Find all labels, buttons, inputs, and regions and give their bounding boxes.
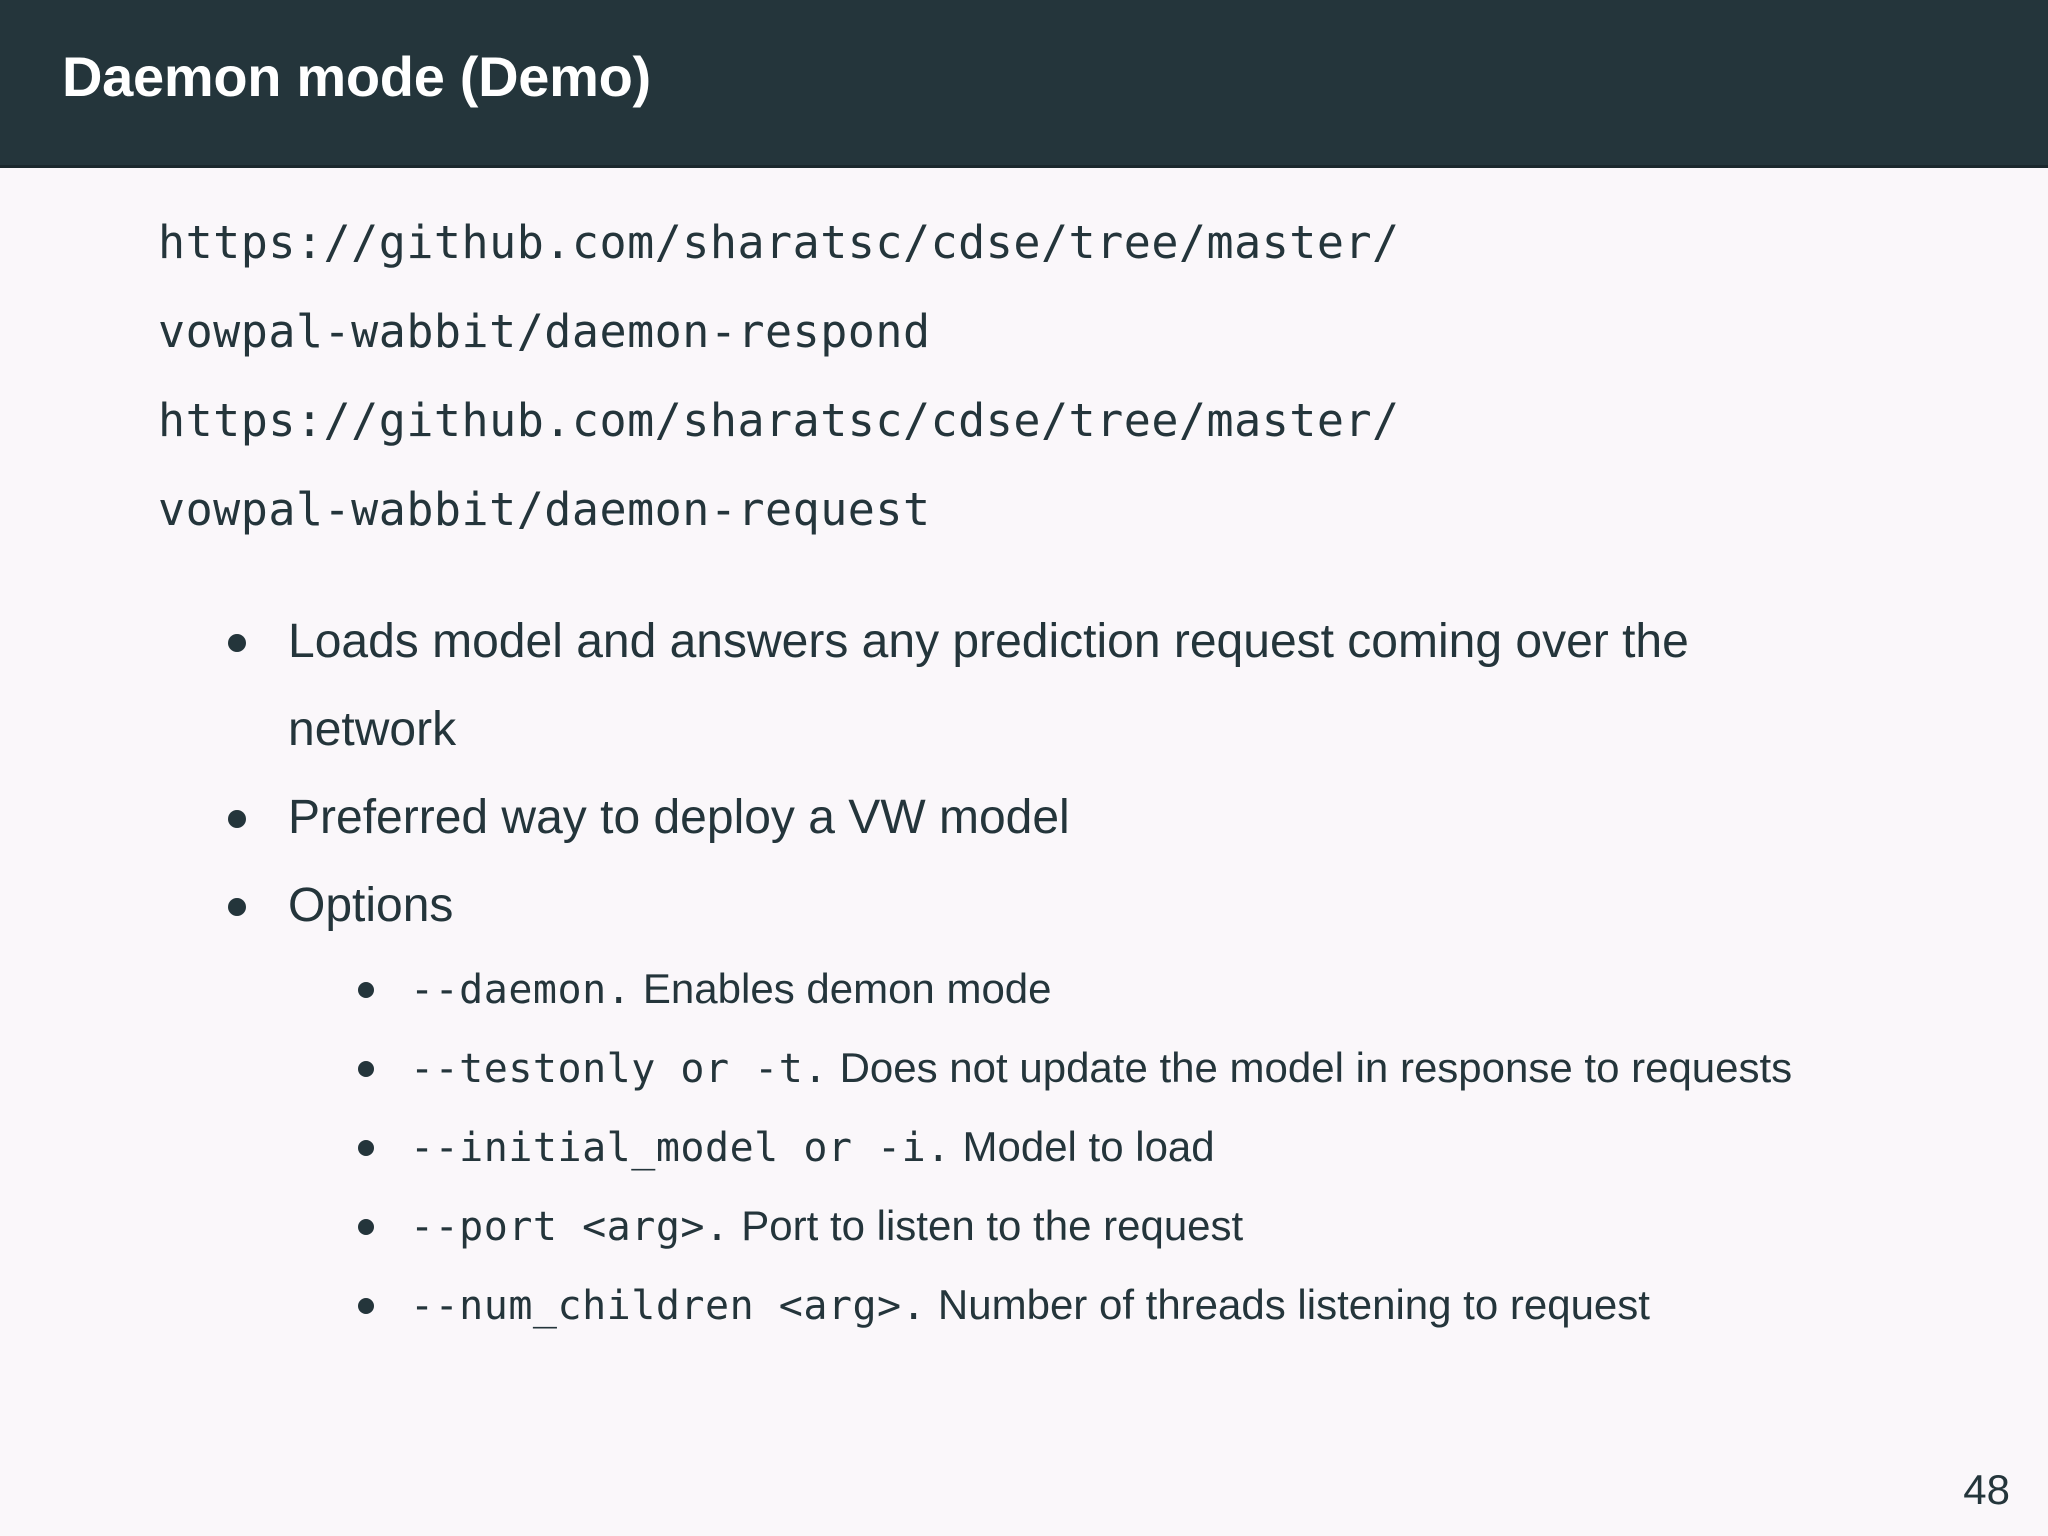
option-description: Does not update the model in response to…: [839, 1044, 1793, 1091]
option-flag: --initial_model or -i.: [410, 1125, 951, 1171]
option-entry: --testonly or -t. Does not update the mo…: [410, 1029, 1910, 1108]
url-block: https://github.com/sharatsc/cdse/tree/ma…: [158, 198, 1918, 554]
bullet-point-icon: [358, 1061, 374, 1077]
list-item: Options: [0, 862, 2048, 950]
bullet-point-icon: [358, 1219, 374, 1235]
option-entry: --initial_model or -i. Model to load: [410, 1108, 1910, 1187]
slide-header: Daemon mode (Demo): [0, 0, 2048, 168]
url-line-4[interactable]: vowpal-wabbit/daemon-request: [158, 483, 931, 536]
option-description: Number of threads listening to request: [937, 1281, 1650, 1328]
bullet-point-icon: [358, 1140, 374, 1156]
bullet-list: Loads model and answers any prediction r…: [0, 598, 2048, 1345]
list-item-label: Options: [288, 879, 454, 932]
option-flag: --num_children <arg>.: [410, 1283, 927, 1329]
option-flag: --testonly or -t.: [410, 1046, 828, 1092]
list-item: --daemon. Enables demon mode: [0, 950, 2048, 1029]
option-description: Enables demon mode: [642, 965, 1052, 1012]
list-item: --testonly or -t. Does not update the mo…: [0, 1029, 2048, 1108]
url-line-3[interactable]: https://github.com/sharatsc/cdse/tree/ma…: [158, 394, 1400, 447]
list-item-label: Preferred way to deploy a VW model: [288, 791, 1070, 844]
options-sublist: --daemon. Enables demon mode --testonly …: [0, 950, 2048, 1345]
bullet-point-icon: [228, 634, 246, 652]
list-item: --port <arg>. Port to listen to the requ…: [0, 1187, 2048, 1266]
option-description: Port to listen to the request: [741, 1202, 1244, 1249]
page-number: 48: [1963, 1466, 2010, 1513]
option-description: Model to load: [962, 1123, 1215, 1170]
url-line-2[interactable]: vowpal-wabbit/daemon-respond: [158, 305, 931, 358]
option-entry: --daemon. Enables demon mode: [410, 950, 1910, 1029]
option-entry: --port <arg>. Port to listen to the requ…: [410, 1187, 1910, 1266]
list-item: Loads model and answers any prediction r…: [0, 598, 2048, 774]
list-item: --initial_model or -i. Model to load: [0, 1108, 2048, 1187]
list-item: --num_children <arg>. Number of threads …: [0, 1266, 2048, 1345]
bullet-point-icon: [358, 982, 374, 998]
page-title: Daemon mode (Demo): [62, 45, 651, 108]
url-line-1[interactable]: https://github.com/sharatsc/cdse/tree/ma…: [158, 216, 1400, 269]
bullet-point-icon: [228, 898, 246, 916]
slide-body: https://github.com/sharatsc/cdse/tree/ma…: [0, 168, 2048, 1536]
option-flag: --port <arg>.: [410, 1204, 730, 1250]
list-item-label: Loads model and answers any prediction r…: [288, 615, 1689, 756]
list-item: Preferred way to deploy a VW model: [0, 774, 2048, 862]
option-entry: --num_children <arg>. Number of threads …: [410, 1266, 1910, 1345]
bullet-point-icon: [358, 1298, 374, 1314]
option-flag: --daemon.: [410, 967, 632, 1013]
bullet-point-icon: [228, 810, 246, 828]
